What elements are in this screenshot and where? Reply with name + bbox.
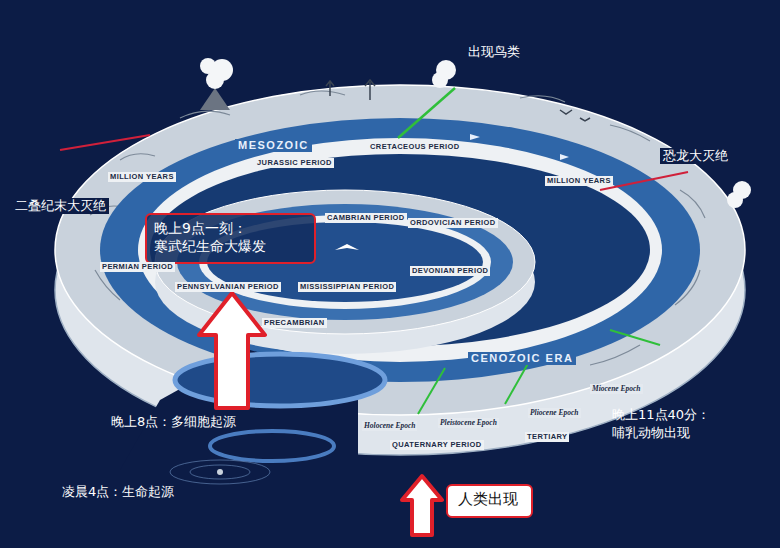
note-label: 出现鸟类 xyxy=(468,44,520,60)
note-label: 晚上8点：多细胞起源 xyxy=(108,414,239,430)
outer-ring-surface xyxy=(55,85,745,415)
era-label: CENOZOIC ERA xyxy=(468,352,576,365)
volcano xyxy=(200,88,230,110)
scale-label: MILLION YEARS xyxy=(545,176,613,186)
period-label: TERTIARY xyxy=(525,432,569,442)
pointer-arrow xyxy=(402,476,442,535)
tree-bird-sketch xyxy=(326,80,590,121)
lower-coil xyxy=(175,354,385,406)
bird-sketch xyxy=(335,244,359,250)
human-callout-box: 人类出现 xyxy=(446,484,533,518)
lower-coil xyxy=(210,431,334,461)
era-label: PRECAMBRIAN xyxy=(262,318,327,328)
period-label: CRETACEOUS PERIOD xyxy=(368,142,462,152)
event-callout-box: 晚上9点一刻： 寒武纪生命大爆发 xyxy=(145,213,316,264)
boundary-line xyxy=(505,360,530,404)
boundary-line xyxy=(60,135,150,150)
orbit-sketch xyxy=(170,460,270,484)
callout-text: 人类出现 xyxy=(458,490,521,510)
blue-channel xyxy=(100,118,700,382)
note-label: 凌晨4点：生命起源 xyxy=(62,484,174,500)
sun-dot xyxy=(217,469,223,475)
period-label: ORDOVICIAN PERIOD xyxy=(408,218,498,228)
period-label: MISSISSIPPIAN PERIOD xyxy=(298,282,396,292)
boundary-line xyxy=(610,330,660,345)
smoke xyxy=(200,58,216,74)
boundary-line xyxy=(418,368,445,414)
epoch-label: Pliocene Epoch xyxy=(528,408,581,418)
smoke xyxy=(733,181,751,199)
period-label: PENNSYLVANIAN PERIOD xyxy=(175,282,281,292)
epoch-label: Pleistocene Epoch xyxy=(438,418,499,428)
era-label: MESOZOIC xyxy=(235,139,312,152)
pointer-arrow xyxy=(199,293,265,408)
period-label: CAMBRIAN PERIOD xyxy=(325,213,407,223)
boundary-line xyxy=(398,88,455,138)
scale-label: MILLION YEARS xyxy=(108,172,176,182)
epoch-label: Miocene Epoch xyxy=(590,384,643,394)
epoch-label: Holocene Epoch xyxy=(362,421,417,431)
period-label: DEVONIAN PERIOD xyxy=(410,266,490,276)
period-label: JURASSIC PERIOD xyxy=(255,158,334,168)
smoke xyxy=(436,60,456,80)
boundary-line xyxy=(600,172,688,190)
orbit-sketch xyxy=(190,465,250,479)
callout-text: 晚上9点一刻： 寒武纪生命大爆发 xyxy=(154,219,304,255)
note-label: 晚上11点40分： 哺乳动物出现 xyxy=(612,406,724,441)
note-label: 恐龙大灭绝 xyxy=(660,148,731,164)
period-label: PERMIAN PERIOD xyxy=(100,262,175,272)
period-label: QUATERNARY PERIOD xyxy=(390,440,484,450)
note-label: 二叠纪末大灭绝 xyxy=(12,198,109,214)
